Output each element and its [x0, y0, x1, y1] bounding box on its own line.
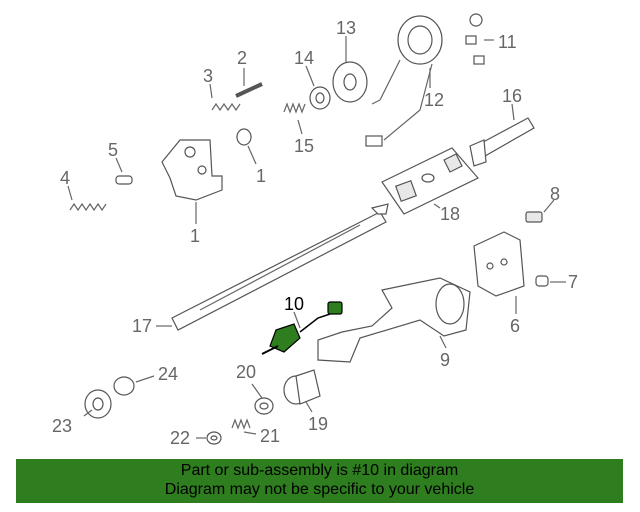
callout-4: 4	[60, 168, 70, 188]
part-7-cap	[535, 275, 549, 287]
callout-11: 11	[498, 32, 517, 52]
part-11-connector	[465, 13, 485, 65]
part-23-disc	[84, 389, 112, 419]
callout-17: 17	[132, 316, 152, 336]
part-22-washer	[206, 431, 222, 445]
part-8-sensor	[525, 211, 543, 223]
callout-20: 20	[236, 362, 256, 382]
callout-3: 3	[203, 66, 213, 86]
callout-15: 15	[294, 136, 314, 156]
part-9-housing	[317, 277, 471, 363]
callout-2: 2	[237, 48, 247, 68]
callout-14: 14	[294, 48, 314, 68]
callout-21: 21	[260, 426, 280, 446]
callout-5: 5	[108, 140, 118, 160]
callout-13: 13	[336, 18, 356, 38]
callout-16: 16	[502, 86, 522, 106]
part-16-shaft	[469, 117, 535, 167]
callout-6: 6	[510, 316, 520, 336]
part-15-spring	[283, 102, 306, 114]
callout-18: 18	[440, 204, 460, 224]
part-19-sleeve	[283, 369, 321, 405]
callout-19: 19	[308, 414, 328, 434]
banner-line-1: Part or sub-assembly is #10 in diagram	[180, 462, 459, 479]
banner-line-2: Diagram may not be specific to your vehi…	[164, 481, 475, 498]
part-13-disc	[332, 61, 368, 103]
part-4-screw	[69, 202, 107, 212]
leader-lines	[67, 36, 566, 439]
part-10-highlighted-switch	[261, 301, 343, 355]
part-3-spring	[211, 102, 241, 112]
part-14-bushing	[309, 86, 331, 110]
part-5-pin	[115, 175, 133, 185]
part-1-bushing	[236, 128, 252, 146]
part-1-bracket	[161, 139, 223, 201]
callout-23: 23	[52, 416, 72, 436]
callout-1: 1	[256, 166, 266, 186]
callout-12: 12	[424, 90, 444, 110]
part-17-shift-tube	[171, 203, 389, 331]
callout-7: 7	[568, 272, 578, 292]
callout-24: 24	[158, 364, 178, 384]
part-12-clockspring	[365, 15, 443, 147]
callout-1: 1	[190, 226, 200, 246]
part-24-clip	[113, 376, 135, 396]
part-6-housing	[473, 231, 525, 297]
part-21-spring	[231, 418, 251, 430]
callout-22: 22	[170, 428, 190, 448]
part-18-bracket	[381, 147, 479, 215]
part-2-pin	[235, 82, 263, 98]
info-banner: Part or sub-assembly is #10 in diagram D…	[16, 459, 623, 503]
part-20-nut	[254, 397, 274, 415]
callout-9: 9	[440, 350, 450, 370]
callout-8: 8	[550, 184, 560, 204]
callout-10: 10	[284, 294, 304, 314]
